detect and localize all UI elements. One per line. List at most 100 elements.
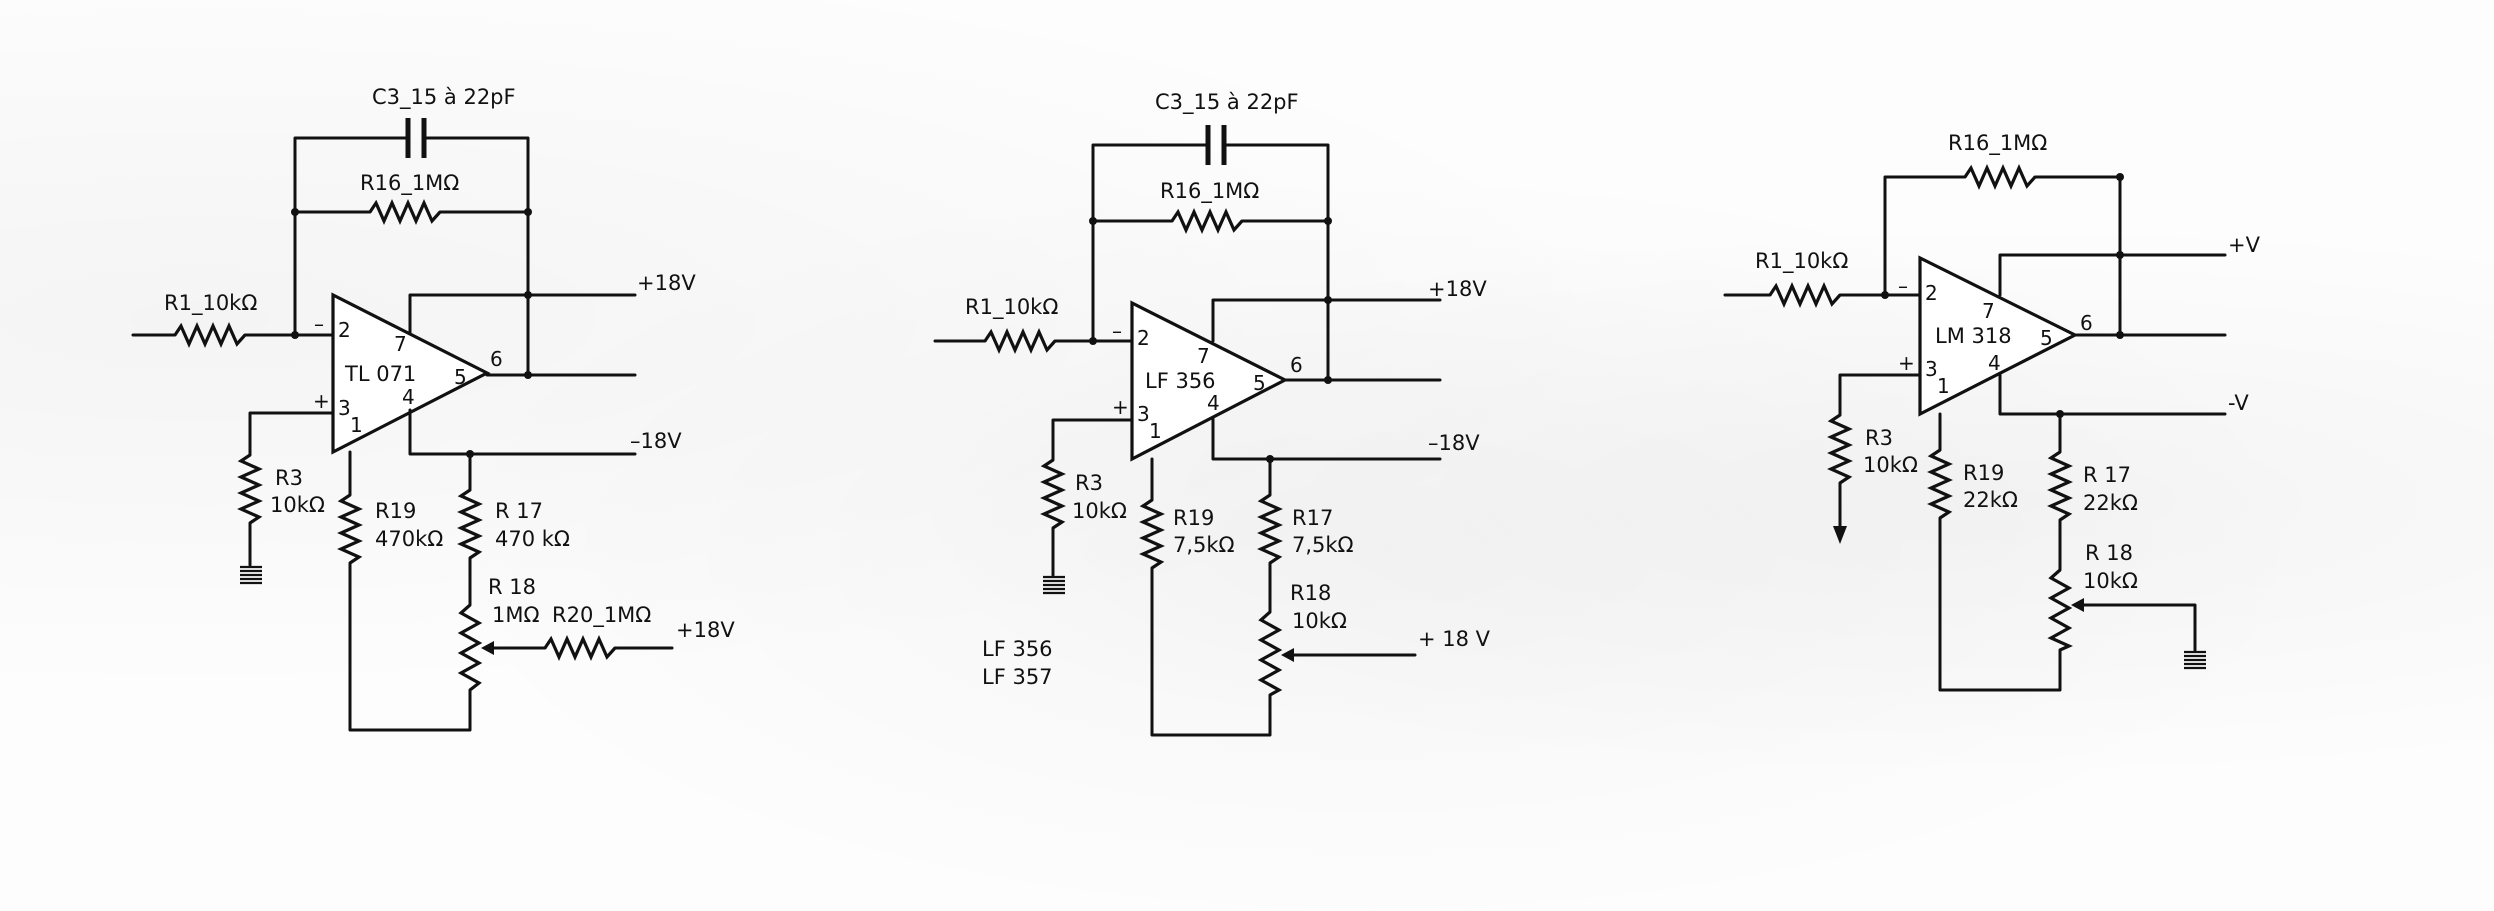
r18-value: 10kΩ [2083,569,2138,593]
r17-name: R 17 [495,499,543,523]
pin-3-label: 3 [1137,402,1150,426]
r3-value: 10kΩ [1863,453,1918,477]
pin-1-label: 1 [1937,374,1950,398]
circuit-lf356: C3_15 à 22pF R16_1MΩ R1_10kΩ LF 356 2 3 … [933,90,1491,737]
pin-1-label: 1 [350,413,363,437]
pin-4-label: 4 [1207,391,1220,415]
r17-resistor [457,452,483,607]
pin-7-label: 7 [1982,299,1995,323]
vneg-label: -V [2228,391,2249,415]
pin-1-label: 1 [1149,419,1162,443]
vpos-wire [1211,298,1442,343]
r19-resistor [1927,412,2062,692]
c3-capacitor [293,118,530,214]
r3-name: R3 [275,466,303,490]
vneg-label: –18V [630,429,682,453]
r18-potentiometer [1257,610,1417,697]
r17-resistor [2047,412,2073,572]
vpos-label: +18V [637,271,696,295]
r20-label: R20_1MΩ [552,603,651,628]
r1-input-resistor [131,322,335,348]
r17-value: 470 kΩ [495,527,570,551]
r3-resistor [1827,373,1922,544]
pin-3-label: 3 [1925,357,1938,381]
r16-feedback-resistor [291,199,532,377]
r1-label: R1_10kΩ [965,295,1058,320]
r19-resistor [337,450,472,732]
pin-6-label: 6 [490,347,503,371]
pin-2-label: 2 [1925,281,1938,305]
opamp-triangle [1918,255,2079,417]
r17-value: 22kΩ [2083,491,2138,515]
vpos-wire [1998,253,2227,297]
vneg-wire [1998,373,2227,416]
pin-6-label: 6 [2080,311,2093,335]
r3-resistor [1040,418,1134,595]
vneg-label: –18V [1428,431,1480,455]
r20-resistor [543,635,674,661]
ground-symbol [2184,650,2206,670]
r19-value: 470kΩ [375,527,443,551]
vpos-wire [408,293,637,336]
r19-name: R19 [375,499,416,523]
r18-potentiometer [457,603,547,692]
r1-label: R1_10kΩ [164,291,257,316]
r19-value: 7,5kΩ [1173,533,1235,557]
opamp-label: LM 318 [1935,324,2012,348]
r18-value: 1MΩ [492,603,540,627]
r17-name: R 17 [2083,463,2131,487]
plus-sign: + [1112,395,1129,419]
r17-value: 7,5kΩ [1292,533,1354,557]
c3-label: C3_15 à 22pF [1155,90,1299,115]
r19-name: R19 [1963,461,2004,485]
pin-7-label: 7 [394,332,407,356]
opamp-label: TL 071 [344,362,416,386]
r3-value: 10kΩ [1072,499,1127,523]
r18-name: R 18 [2085,541,2133,565]
variant-label-1: LF 356 [982,637,1053,661]
r16-feedback-resistor [1883,164,2124,337]
circuit-tl071: C3_15 à 22pF R16_1MΩ R1_10kΩ TL 071 2 3 … [131,85,735,732]
pin-4-label: 4 [402,385,415,409]
r19-value: 22kΩ [1963,488,2018,512]
r17-name: R17 [1292,506,1333,530]
r18-value: 10kΩ [1292,609,1347,633]
pin-3-label: 3 [338,396,351,420]
r3-name: R3 [1075,471,1103,495]
r16-label: R16_1MΩ [1948,131,2047,156]
pin-2-label: 2 [338,318,351,342]
ground-symbol [1043,575,1065,595]
minus-sign: – [1112,319,1122,343]
r19-resistor [1139,457,1272,737]
c3-capacitor [1091,125,1330,223]
pin-5-label: 5 [2040,326,2053,350]
c3-label: C3_15 à 22pF [372,85,516,110]
opamp-label: LF 356 [1145,369,1216,393]
r3-value: 10kΩ [270,493,325,517]
pin-2-label: 2 [1137,326,1150,350]
ground-symbol [240,565,262,585]
r1-label: R1_10kΩ [1755,249,1848,274]
minus-sign: – [314,312,324,336]
vpos-label: +18V [1428,277,1487,301]
r17-resistor [1257,457,1283,614]
r18-name: R 18 [488,575,536,599]
r20-supply-label: +18V [676,618,735,642]
vneg-wire [1211,416,1442,461]
r18-supply-label: + 18 V [1418,627,1491,651]
r1-input-resistor [933,328,1134,354]
vpos-label: +V [2228,233,2261,257]
r18-name: R18 [1290,581,1331,605]
circuit-lm318: R16_1MΩ R1_10kΩ LM 318 2 3 1 7 4 5 6 – +… [1723,131,2261,692]
minus-sign: – [1898,274,1908,298]
pin-5-label: 5 [1253,371,1266,395]
plus-sign: + [1898,351,1915,375]
r16-label: R16_1MΩ [360,171,459,196]
r3-resistor [237,411,335,585]
r1-input-resistor [1723,282,1922,308]
plus-sign: + [313,389,330,413]
pin-6-label: 6 [1290,353,1303,377]
r16-feedback-resistor [1089,208,1332,382]
